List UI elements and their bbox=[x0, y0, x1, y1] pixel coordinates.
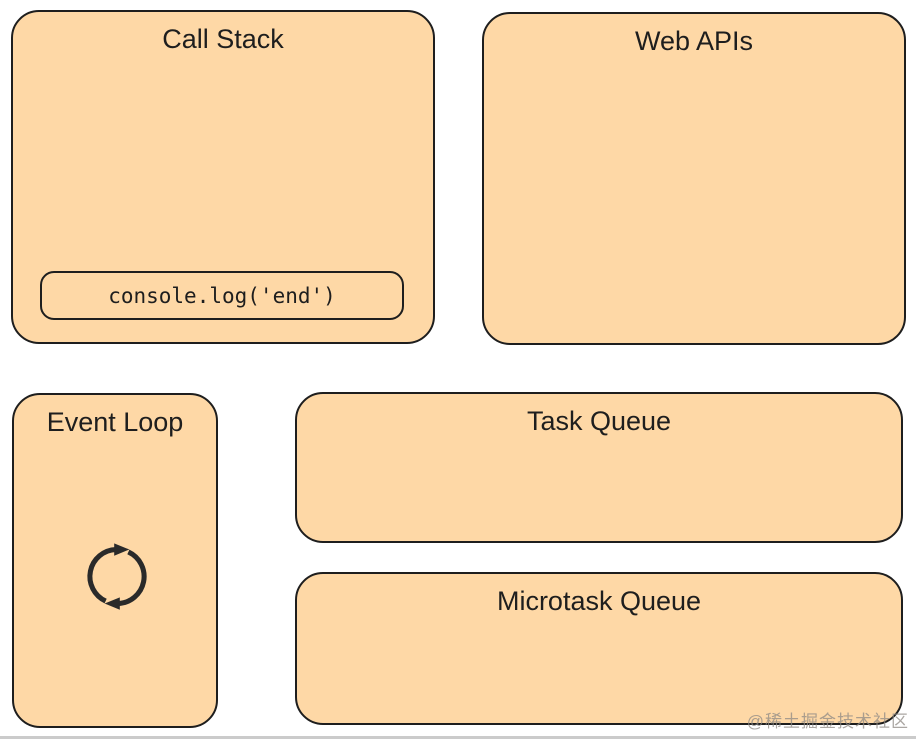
microtask-queue-box: Microtask Queue bbox=[295, 572, 903, 725]
event-loop-title: Event Loop bbox=[46, 407, 184, 437]
web-apis-box: Web APIs bbox=[482, 12, 906, 345]
web-apis-title: Web APIs bbox=[634, 26, 754, 56]
microtask-queue-title: Microtask Queue bbox=[496, 586, 702, 616]
cycle-refresh-icon bbox=[87, 543, 147, 610]
watermark: @稀土掘金技术社区 bbox=[746, 712, 909, 731]
event-loop-box: Event Loop bbox=[12, 393, 218, 728]
bottom-edge-line bbox=[0, 736, 916, 739]
stack-frame: console.log('end') bbox=[40, 271, 404, 320]
task-queue-title: Task Queue bbox=[526, 406, 672, 436]
stack-frame-code: console.log('end') bbox=[108, 283, 336, 308]
call-stack-box: Call Stack console.log('end') bbox=[11, 10, 435, 344]
call-stack-title: Call Stack bbox=[162, 24, 284, 54]
task-queue-box: Task Queue bbox=[295, 392, 903, 543]
